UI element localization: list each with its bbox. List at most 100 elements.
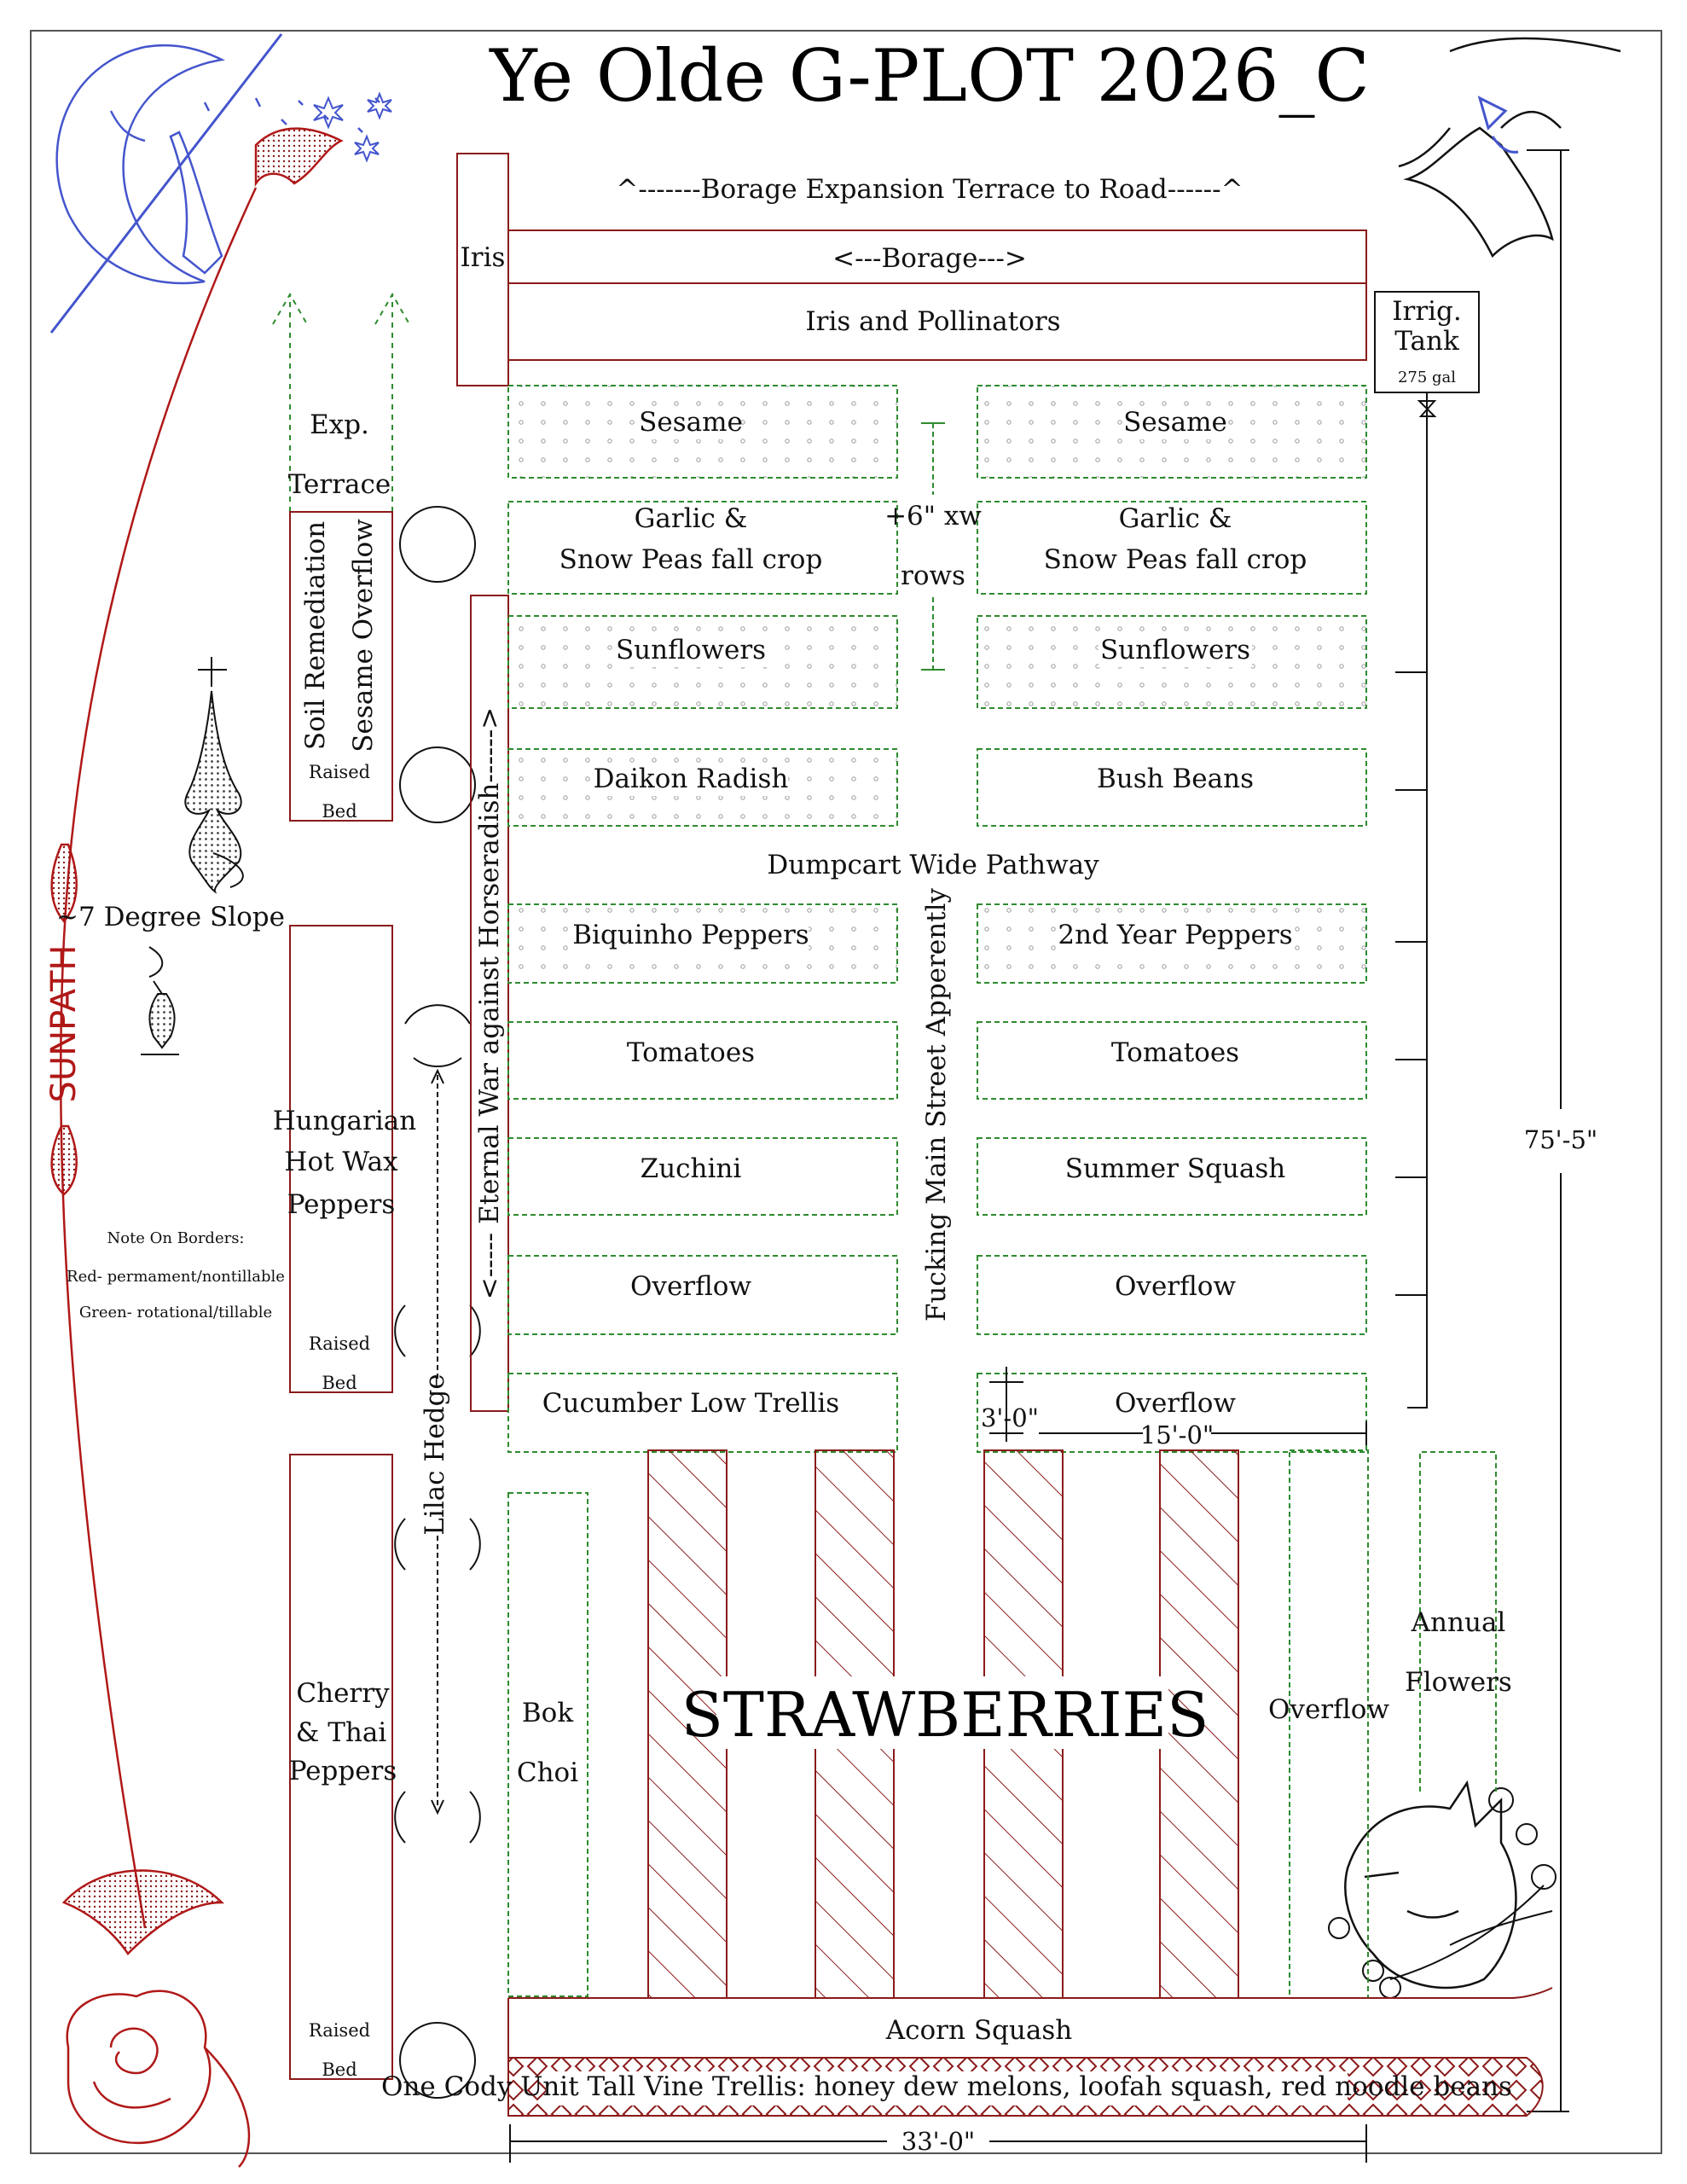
left-bed-label: Biquinho Peppers (572, 920, 809, 950)
sesame-overflow-label: Sesame Overflow (348, 519, 379, 752)
irrigation-line (1395, 392, 1437, 1409)
exp-terrace-label-2: Terrace (288, 469, 391, 500)
borage-expansion-label: ^-------Borage Expansion Terrace to Road… (616, 174, 1243, 205)
choi-label: Choi (517, 1757, 578, 1788)
width-dim: 33'-0" (901, 2127, 975, 2156)
lilac-hedge (394, 506, 481, 2099)
iris-label: Iris (461, 242, 506, 273)
right-bed-label: Garlic & (1119, 503, 1232, 534)
pendulum-icon (141, 657, 244, 1055)
left-bed-label: Overflow (630, 1271, 751, 1302)
raised-label: Raised (309, 2020, 370, 2041)
cherry-label-3: Peppers (289, 1756, 397, 1786)
left-bed-label: Cucumber Low Trellis (542, 1388, 839, 1419)
pathway-label: Dumpcart Wide Pathway (767, 850, 1099, 880)
right-bed-label: 2nd Year Peppers (1058, 920, 1292, 950)
bed-width-dim: 15'-0" (1140, 1420, 1214, 1449)
exp-terrace-label-1: Exp. (310, 410, 369, 440)
right-bed-label: Snow Peas fall crop (1044, 544, 1307, 575)
fox-icon (1344, 1780, 1517, 1989)
bed-label: Bed (322, 801, 357, 822)
iris-pollinators-label: Iris and Pollinators (805, 306, 1060, 337)
slope-label: ~7 Degree Slope (56, 902, 285, 932)
right-bed-4 (977, 748, 1367, 827)
left-bed-label: Sesame (639, 407, 743, 438)
left-bed-label-bg (628, 1037, 754, 1070)
bed-label: Bed (322, 1373, 357, 1393)
height-dim: 75'-5" (1524, 1125, 1597, 1154)
rose-icon (66, 1989, 251, 2168)
left-bed-label-bg (546, 1388, 836, 1420)
sunpath-arc (60, 187, 258, 1929)
bok-label: Bok (522, 1698, 573, 1728)
right-bed-label-bg (1037, 544, 1313, 577)
left-bed-label-bg (614, 635, 768, 667)
left-bed-8 (507, 1255, 898, 1335)
right-bed-label-bg (1112, 1037, 1238, 1070)
right-bed-label-bg (1058, 920, 1293, 952)
horseradish-label: <----- Eternal War against Horseradish--… (474, 707, 505, 1299)
right-bed-label: Summer Squash (1065, 1153, 1285, 1184)
hungarian-label-2: Hot Wax (284, 1147, 398, 1177)
trellis-label-bg (546, 2071, 1348, 2106)
bat-icon (1398, 37, 1621, 258)
irrigation-label-1: Irrig. (1392, 296, 1462, 327)
sunpath-label: SUNPATH (44, 945, 84, 1103)
right-bed-label: Bush Beans (1097, 764, 1254, 794)
left-bed-6 (507, 1021, 898, 1100)
bed-dimension-lines (989, 1367, 1367, 1445)
right-bed-6 (977, 1021, 1367, 1100)
trellis-label: One Cody Unit Tall Vine Trellis: honey d… (381, 2071, 1512, 2102)
strawberries-label-bg (716, 1676, 1168, 1749)
annual-flowers-bed (1419, 1451, 1497, 1792)
moon-icon (49, 33, 380, 334)
rows-note-1: +6" xw (884, 501, 982, 531)
left-bed-label: Sunflowers (616, 635, 766, 665)
annual-label: Annual (1411, 1607, 1506, 1638)
rocket-icon (50, 127, 344, 1955)
lilac-hedge-arrow (431, 1068, 444, 1815)
right-bed-7 (977, 1137, 1367, 1216)
lilac-hedge-label: Lilac Hedge (420, 1374, 450, 1536)
rows-note-2: rows (901, 561, 965, 591)
left-bed-7 (507, 1137, 898, 1216)
right-bed-8 (977, 1255, 1367, 1335)
right-bed-label: Overflow (1115, 1271, 1236, 1302)
left-bed-label: Garlic & (635, 503, 748, 534)
bed-label: Bed (322, 2059, 357, 2080)
borage-label: <---Borage---> (832, 243, 1027, 274)
hungarian-pepper-bed (289, 925, 393, 1393)
left-bed-label-bg (628, 1271, 754, 1304)
right-bed-label-bg (1126, 407, 1225, 439)
iris-pollinators-bed (507, 282, 1367, 361)
left-bed-label: Daikon Radish (594, 764, 789, 794)
right-bed-label: Tomatoes (1111, 1037, 1239, 1068)
bok-choi-bed (507, 1492, 588, 1997)
hungarian-label-3: Peppers (287, 1189, 396, 1220)
star-icon (313, 91, 392, 163)
left-bed-label-bg (641, 407, 740, 439)
soil-remediation-bed (289, 511, 393, 822)
raised-label: Raised (309, 1333, 370, 1354)
cherry-thai-pepper-bed (289, 1454, 393, 2080)
cherry-label-2: & Thai (296, 1717, 387, 1748)
page-frame (30, 30, 1662, 2154)
plot-title: Ye Olde G-PLOT 2026_C (489, 34, 1369, 118)
right-bed-label: Sunflowers (1100, 635, 1250, 665)
left-bed-label-bg (635, 1153, 747, 1186)
note-heading: Note On Borders: (107, 1229, 244, 1247)
right-bed-label-bg (1099, 764, 1252, 796)
right-bed-label: Sesame (1123, 407, 1227, 438)
right-bed-label-bg (1112, 1271, 1238, 1304)
bed-depth-dim: 3'-0" (981, 1403, 1039, 1432)
flowers-label: Flowers (1405, 1667, 1512, 1698)
irrigation-capacity: 275 gal (1398, 369, 1456, 386)
left-bed-label-bg (553, 544, 829, 577)
right-bed-label-bg (1099, 635, 1252, 667)
cherry-label-1: Cherry (296, 1678, 390, 1709)
acorn-squash-label: Acorn Squash (885, 2015, 1072, 2046)
right-bed-2 (977, 501, 1367, 595)
strawberries-label: STRAWBERRIES (681, 1679, 1209, 1751)
left-bed-label-bg (628, 503, 754, 536)
